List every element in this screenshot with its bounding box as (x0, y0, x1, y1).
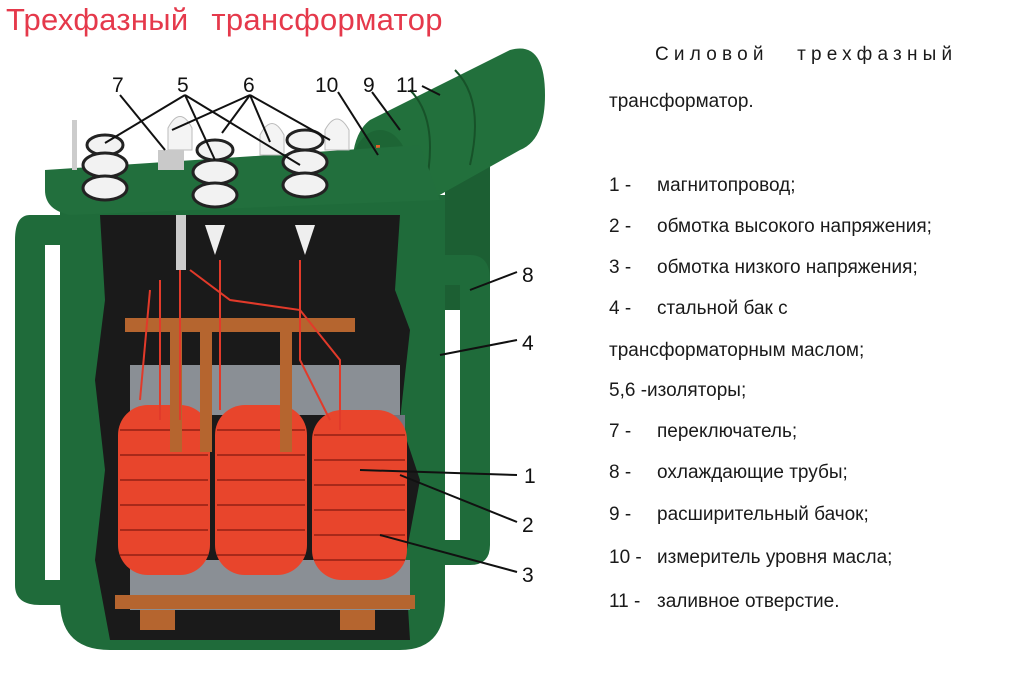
item-text: стальной бак с (657, 298, 788, 319)
legend-item: 10 - измеритель уровня масла; (609, 547, 892, 569)
lead-wires (139, 260, 341, 430)
item-number: 7 - (609, 421, 632, 442)
tank-lid (45, 145, 440, 215)
item-text: заливное отверстие. (657, 591, 840, 612)
item-text: магнитопровод; (657, 175, 796, 196)
item-number: 11 - (609, 591, 641, 612)
item-number: 5,6 - (609, 380, 648, 401)
page-title: Трехфазный трансформатор (6, 2, 443, 37)
callout-8: 8 (522, 264, 534, 287)
callout-5: 5 (177, 74, 189, 97)
transformer-illustration: 7 5 6 10 9 11 8 4 1 2 3 (15, 48, 545, 650)
callout-6: 6 (243, 74, 255, 97)
item-number: 9 - (609, 504, 632, 525)
legend-item-continuation: трансформаторным маслом; (609, 340, 864, 362)
item-number: 8 - (609, 462, 632, 483)
legend-item: 9 - расширительный бачок; (609, 504, 869, 526)
legend-item: 1 - магнитопровод; (609, 175, 796, 197)
legend-heading: Силовой трехфазный (655, 44, 958, 65)
clamping-frame (115, 318, 415, 630)
insulators (81, 116, 350, 270)
item-text: изоляторы; (647, 380, 747, 401)
item-number: 2 - (609, 216, 632, 237)
item-text: измеритель уровня масла; (657, 547, 893, 568)
cooling-tube-left (15, 215, 70, 605)
callout-labels: 7 5 6 10 9 11 8 4 1 2 3 (112, 74, 536, 587)
item-text: обмотка высокого напряжения; (657, 216, 932, 237)
tap-changer (158, 150, 184, 170)
legend-item: 2 - обмотка высокого напряжения; (609, 216, 932, 238)
legend-item: 5,6 -изоляторы; (609, 380, 746, 402)
callout-7: 7 (112, 74, 124, 97)
legend-heading-cont: трансформатор. (609, 91, 754, 112)
item-number: 3 - (609, 257, 632, 278)
legend-item: 3 - обмотка низкого напряжения; (609, 257, 918, 279)
item-text: переключатель; (657, 421, 798, 442)
legend-item: 8 - охлаждающие трубы; (609, 462, 848, 484)
legend-item: 7 - переключатель; (609, 421, 797, 443)
windings (118, 405, 407, 580)
rod (72, 120, 77, 170)
item-text: обмотка низкого напряжения; (657, 257, 918, 278)
cooling-tube-right (430, 255, 490, 565)
item-number: 10 - (609, 547, 642, 568)
callout-4: 4 (522, 332, 534, 355)
callout-10: 10 (315, 74, 338, 97)
callout-2: 2 (522, 514, 534, 537)
item-text: расширительный бачок; (657, 504, 869, 525)
item-number: 1 - (609, 175, 632, 196)
callout-9: 9 (363, 74, 375, 97)
legend-item: 4 - стальной бак с (609, 298, 788, 320)
callout-lines (104, 85, 518, 573)
item-number: 4 - (609, 298, 632, 319)
item-text: трансформаторным маслом; (609, 340, 865, 361)
callout-3: 3 (522, 564, 534, 587)
legend-item: 11 - заливное отверстие. (609, 591, 840, 613)
item-text: охлаждающие трубы; (657, 462, 848, 483)
callout-1: 1 (524, 465, 536, 488)
callout-11: 11 (396, 74, 418, 97)
